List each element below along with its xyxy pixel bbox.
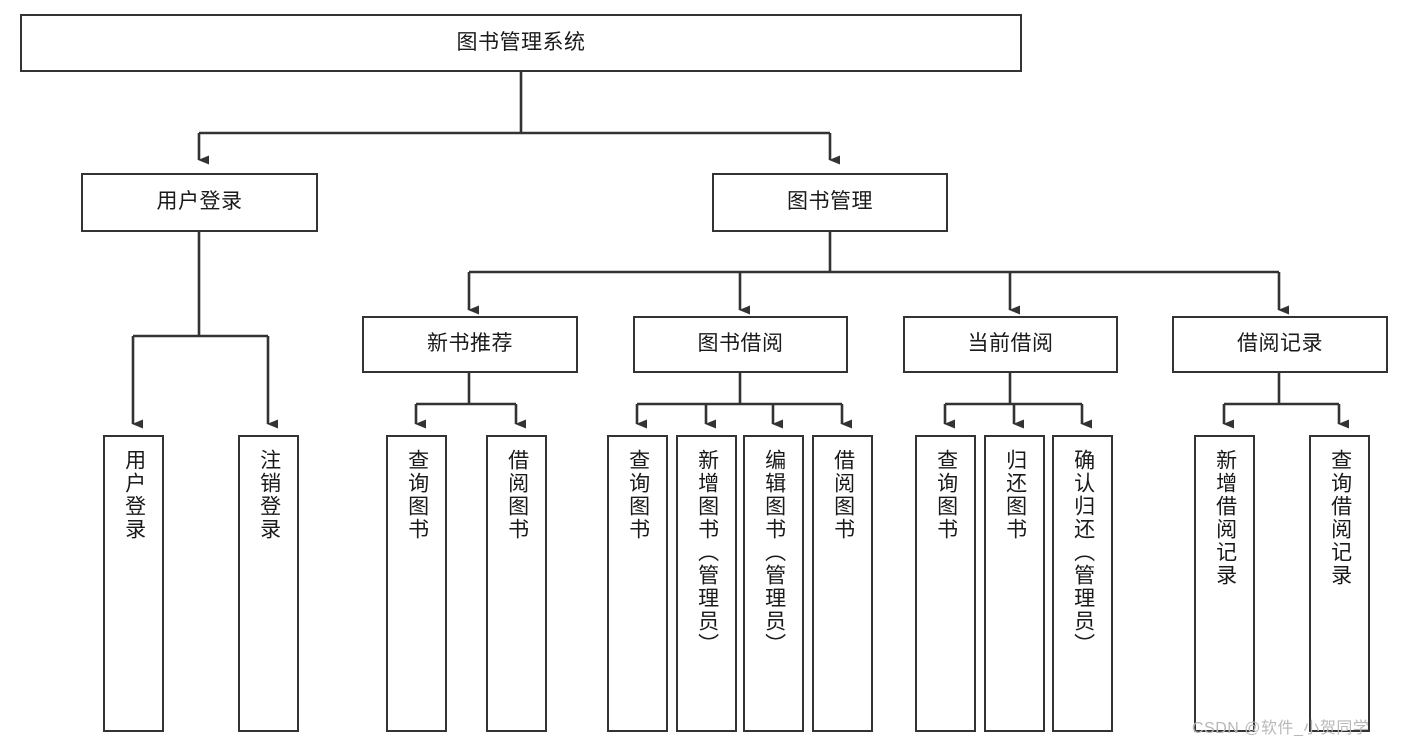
node-leaf-query-book-1[interactable]: 查询图书 [386, 435, 447, 732]
node-book-management[interactable]: 图书管理 [712, 173, 948, 232]
node-book-management-label: 图书管理 [787, 190, 873, 214]
node-leaf-edit-book-label: 编辑图书（管理员） [762, 449, 786, 656]
node-leaf-borrow-book-1-label: 借阅图书 [505, 449, 529, 541]
node-leaf-borrow-book-2-label: 借阅图书 [831, 449, 855, 541]
node-root[interactable]: 图书管理系统 [20, 14, 1022, 72]
node-book-borrow-label: 图书借阅 [697, 332, 784, 356]
node-leaf-query-book-2[interactable]: 查询图书 [607, 435, 668, 732]
node-leaf-user-login[interactable]: 用户登录 [103, 435, 164, 732]
node-leaf-query-book-1-label: 查询图书 [405, 449, 429, 541]
node-leaf-logout-label: 注销登录 [257, 449, 281, 541]
node-user-login[interactable]: 用户登录 [81, 173, 318, 232]
node-borrow-record-label: 借阅记录 [1237, 332, 1323, 356]
node-current-borrow-label: 当前借阅 [967, 332, 1054, 356]
node-leaf-return-book[interactable]: 归还图书 [984, 435, 1045, 732]
node-leaf-borrow-book-2[interactable]: 借阅图书 [812, 435, 873, 732]
node-leaf-confirm-return[interactable]: 确认归还（管理员） [1052, 435, 1113, 732]
node-user-login-label: 用户登录 [156, 190, 243, 214]
node-leaf-add-record-label: 新增借阅记录 [1213, 449, 1237, 587]
node-new-book-recommend[interactable]: 新书推荐 [362, 316, 578, 373]
node-leaf-logout[interactable]: 注销登录 [238, 435, 299, 732]
node-book-borrow[interactable]: 图书借阅 [633, 316, 848, 373]
node-borrow-record[interactable]: 借阅记录 [1172, 316, 1388, 373]
node-leaf-add-book-label: 新增图书（管理员） [695, 449, 719, 656]
csdn-watermark: CSDN @软件_小贺同学 [1192, 720, 1370, 737]
node-root-label: 图书管理系统 [456, 30, 586, 54]
node-leaf-confirm-return-label: 确认归还（管理员） [1071, 449, 1095, 656]
node-leaf-add-record[interactable]: 新增借阅记录 [1194, 435, 1255, 732]
node-leaf-edit-book[interactable]: 编辑图书（管理员） [743, 435, 804, 732]
node-leaf-query-book-3[interactable]: 查询图书 [915, 435, 976, 732]
node-leaf-query-record[interactable]: 查询借阅记录 [1309, 435, 1370, 732]
node-leaf-return-book-label: 归还图书 [1003, 449, 1027, 541]
node-leaf-borrow-book-1[interactable]: 借阅图书 [486, 435, 547, 732]
node-current-borrow[interactable]: 当前借阅 [903, 316, 1118, 373]
node-leaf-query-book-2-label: 查询图书 [626, 449, 650, 541]
node-leaf-query-book-3-label: 查询图书 [934, 449, 958, 541]
node-new-book-recommend-label: 新书推荐 [427, 332, 513, 356]
node-leaf-query-record-label: 查询借阅记录 [1328, 449, 1352, 587]
node-leaf-add-book[interactable]: 新增图书（管理员） [676, 435, 737, 732]
node-leaf-user-login-label: 用户登录 [122, 449, 146, 541]
